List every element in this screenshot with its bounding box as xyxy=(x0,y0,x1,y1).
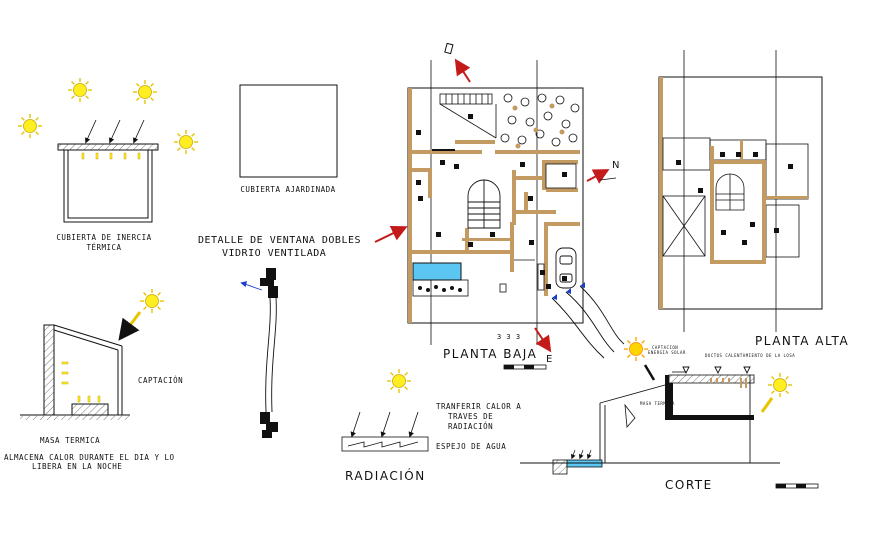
cubierta-ajardinada-label: CUBIERTA AJARDINADA xyxy=(240,185,335,194)
sun-icon xyxy=(767,372,793,398)
north-label: N xyxy=(612,160,621,171)
cubierta-ajardinada-detail: CUBIERTA AJARDINADA xyxy=(239,84,338,194)
transferir-label-2: TRAVES DE xyxy=(448,412,493,421)
captacion-detail: CAPTACIÓN MASA TERMICA ALMACENA CALOR DU… xyxy=(4,288,183,471)
radiacion-detail: RADIACIÓN TRANFERIR CALOR A TRAVES DE RA… xyxy=(341,368,521,483)
east-label: E xyxy=(546,354,554,365)
sun-icon xyxy=(132,79,158,105)
sun-icon xyxy=(173,129,199,155)
north-arrow-icon xyxy=(586,169,610,184)
almacena-label-2: LIBERA EN LA NOCHE xyxy=(32,462,122,471)
arrow-icon xyxy=(374,226,408,243)
scale-bar xyxy=(503,364,547,370)
cubierta-inercia-label: CUBIERTA DE INERCIA xyxy=(56,233,151,242)
sun-icon xyxy=(67,77,93,103)
scale-bar xyxy=(775,483,819,489)
dimension-marks: 3 3 3 xyxy=(497,333,521,341)
masa-termica-corte-label: MASA TERMICA xyxy=(640,401,675,406)
corte-section: CAPTACION ENERGIA SOLAR DUCTOS CALENTAMI… xyxy=(520,336,819,492)
ductos-label: DUCTOS CALENTAMIENTO DE LA LOSA xyxy=(705,353,795,358)
cubierta-inercia-detail: CUBIERTA DE INERCIA TÉRMICA xyxy=(17,77,199,252)
arrow-icon xyxy=(454,58,471,83)
sun-icon xyxy=(386,368,412,394)
planta-baja-label: PLANTA BAJA xyxy=(443,347,537,361)
transferir-label-3: RADIACIÓN xyxy=(448,422,493,431)
captacion-label: CAPTACIÓN xyxy=(138,376,183,385)
planta-alta-label: PLANTA ALTA xyxy=(755,334,849,348)
corte-label: CORTE xyxy=(665,478,713,492)
marker-icon xyxy=(444,42,454,55)
transferir-label: TRANFERIR CALOR A xyxy=(436,402,521,411)
cubierta-inercia-label-2: TÉRMICA xyxy=(86,243,121,252)
radiacion-label: RADIACIÓN xyxy=(345,468,426,483)
ventana-doble-detail: DETALLE DE VENTANA DOBLES VIDRIO VENTILA… xyxy=(198,226,408,438)
sun-icon xyxy=(17,113,43,139)
sun-icon xyxy=(139,288,165,314)
captacion-solar-label-2: ENERGIA SOLAR xyxy=(648,350,686,355)
sun-orange-icon xyxy=(623,336,649,362)
detalle-ventana-label: DETALLE DE VENTANA DOBLES xyxy=(198,235,361,246)
captacion-solar-label: CAPTACION xyxy=(652,345,678,350)
espejo-agua-label: ESPEJO DE AGUA xyxy=(436,442,506,451)
east-arrow-icon xyxy=(534,327,552,353)
detalle-ventana-label-2: VIDRIO VENTILADA xyxy=(222,248,326,259)
planta-baja-plan: N E 3 3 3 PLANTA BAJA xyxy=(407,42,625,370)
masa-termica-label: MASA TERMICA xyxy=(40,436,100,445)
almacena-label: ALMACENA CALOR DURANTE EL DIA Y LO xyxy=(4,453,175,462)
planta-alta-plan: PLANTA ALTA xyxy=(658,50,849,348)
